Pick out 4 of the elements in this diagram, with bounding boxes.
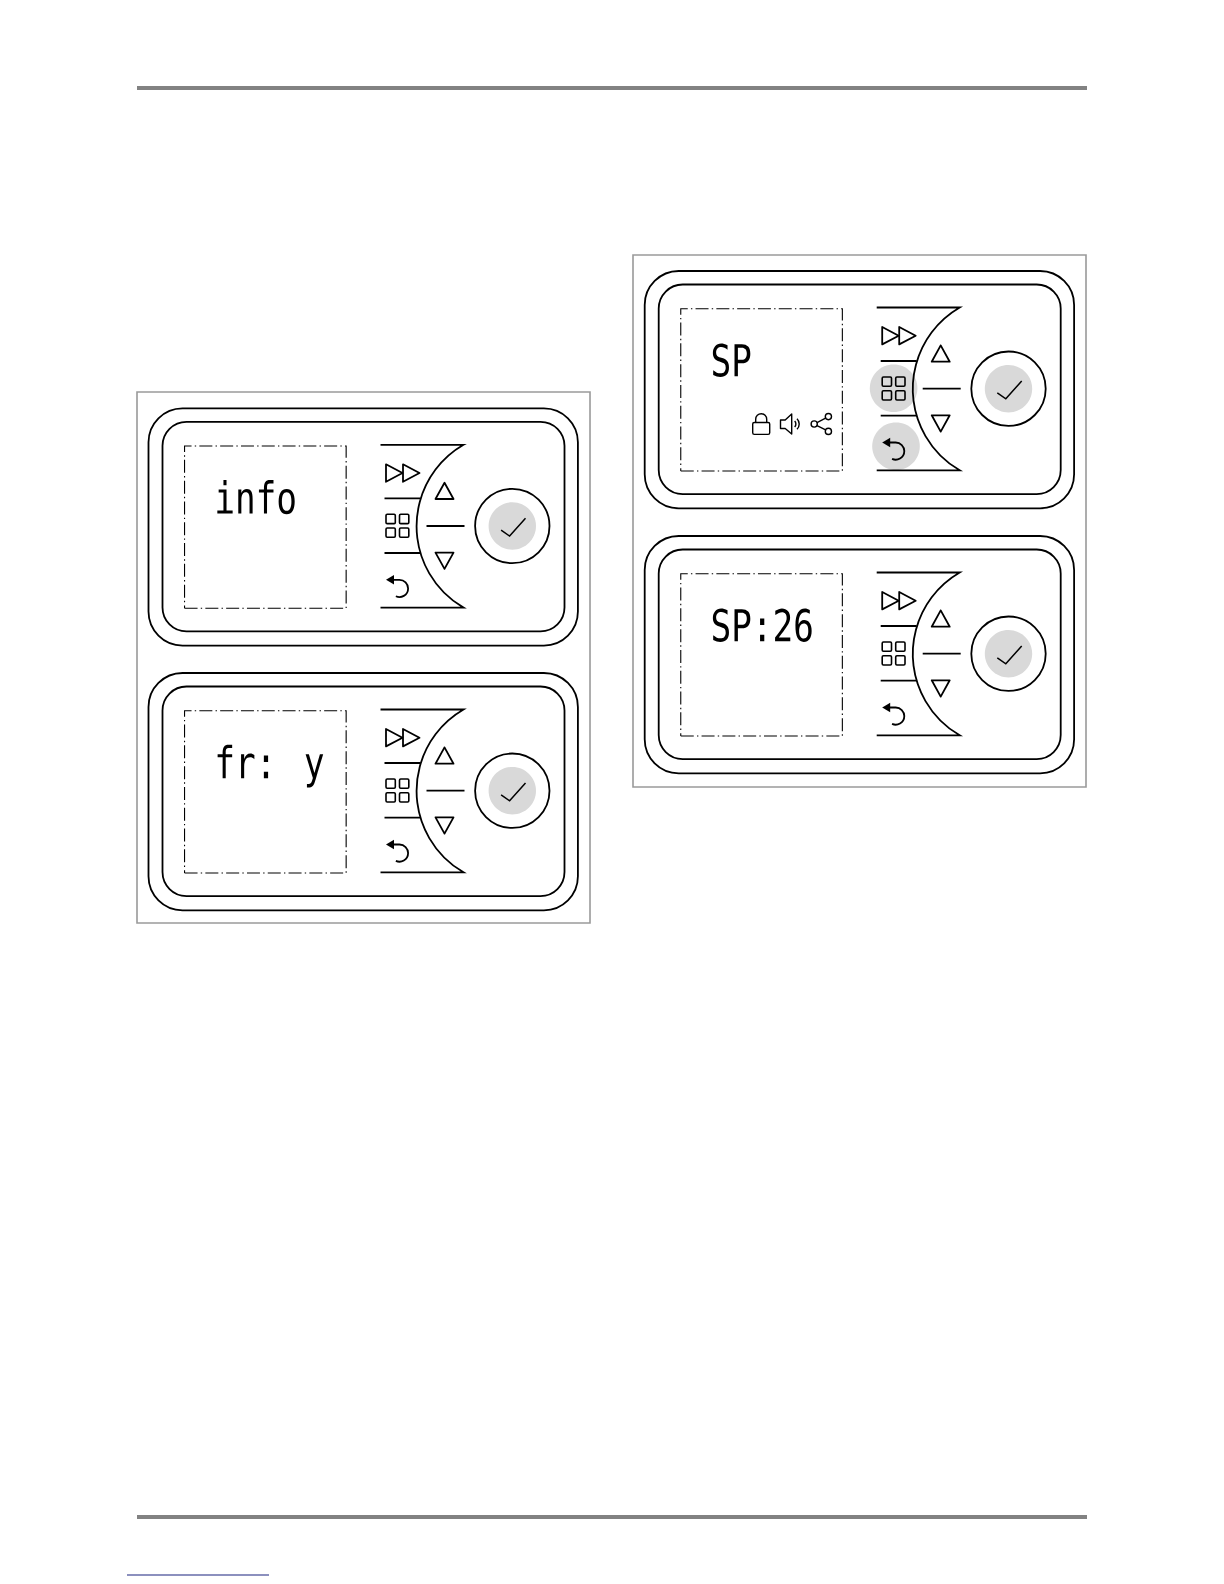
display-screen: SP:26 — [680, 573, 843, 737]
display-screen: SP — [680, 308, 843, 472]
display-screen: info — [184, 445, 347, 609]
display-screen: fr: y — [184, 710, 347, 874]
